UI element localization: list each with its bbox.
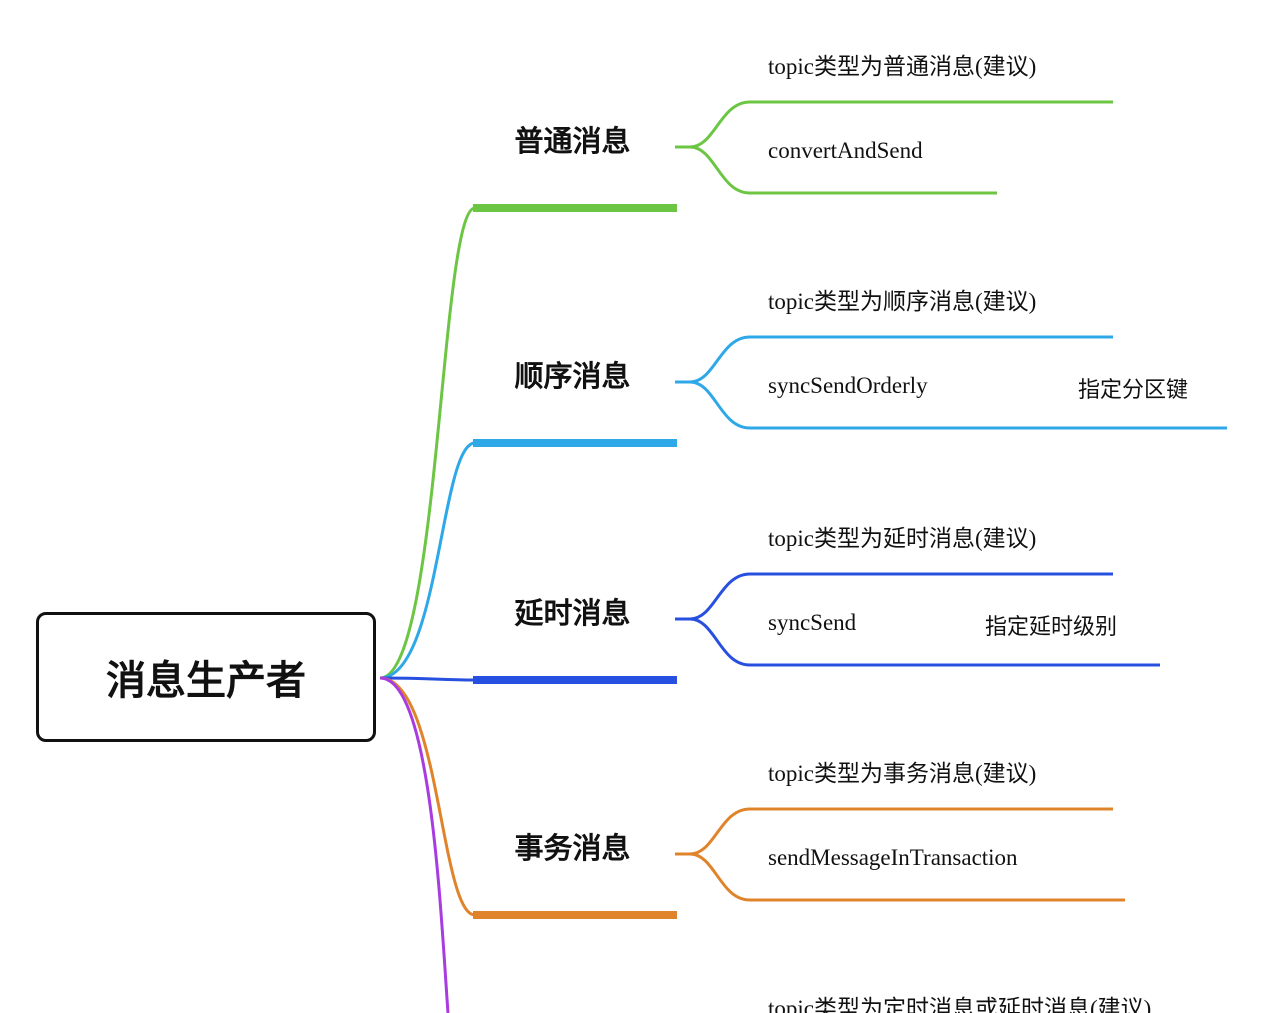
- connector-root-branch-1: [379, 206, 476, 680]
- leaf-node-normal-topic[interactable]: topic类型为普通消息(建议): [768, 54, 1037, 79]
- leaf-node-scheduled-topic[interactable]: topic类型为定时消息或延时消息(建议): [768, 996, 1152, 1013]
- connector-branch-3-leaf-2: [689, 617, 1160, 667]
- connector-root-branch-3: [379, 676, 476, 682]
- leaf-node-ordered-topic[interactable]: topic类型为顺序消息(建议): [768, 289, 1037, 314]
- root-node[interactable]: 消息生产者: [36, 612, 376, 742]
- connector-branch-4-leaf-2: [689, 852, 1125, 902]
- leaf-note-ordered-method[interactable]: 指定分区键: [1078, 378, 1189, 403]
- connector-branch-1-leaf-2: [689, 145, 997, 195]
- branch-node-ordered-message[interactable]: 顺序消息: [514, 359, 631, 393]
- connector-branch-2-leaf-2: [689, 380, 1227, 430]
- leaf-node-transaction-topic[interactable]: topic类型为事务消息(建议): [768, 761, 1037, 786]
- branch-node-normal-message[interactable]: 普通消息: [514, 124, 631, 158]
- leaf-node-normal-method[interactable]: convertAndSend: [768, 138, 923, 163]
- connector-root-branch-4: [379, 676, 476, 917]
- connector-root-branch-5: [379, 676, 450, 1013]
- leaf-node-transaction-method[interactable]: sendMessageInTransaction: [768, 845, 1018, 870]
- branch-node-delay-message[interactable]: 延时消息: [514, 596, 631, 630]
- leaf-node-delay-topic[interactable]: topic类型为延时消息(建议): [768, 526, 1037, 551]
- root-label: 消息生产者: [106, 658, 306, 704]
- leaf-node-delay-method[interactable]: syncSend: [768, 610, 857, 635]
- leaf-node-ordered-method[interactable]: syncSendOrderly: [768, 373, 928, 398]
- leaf-note-delay-method[interactable]: 指定延时级别: [985, 615, 1118, 640]
- connector-root-branch-2: [379, 441, 476, 680]
- branch-node-transaction-message[interactable]: 事务消息: [514, 831, 631, 865]
